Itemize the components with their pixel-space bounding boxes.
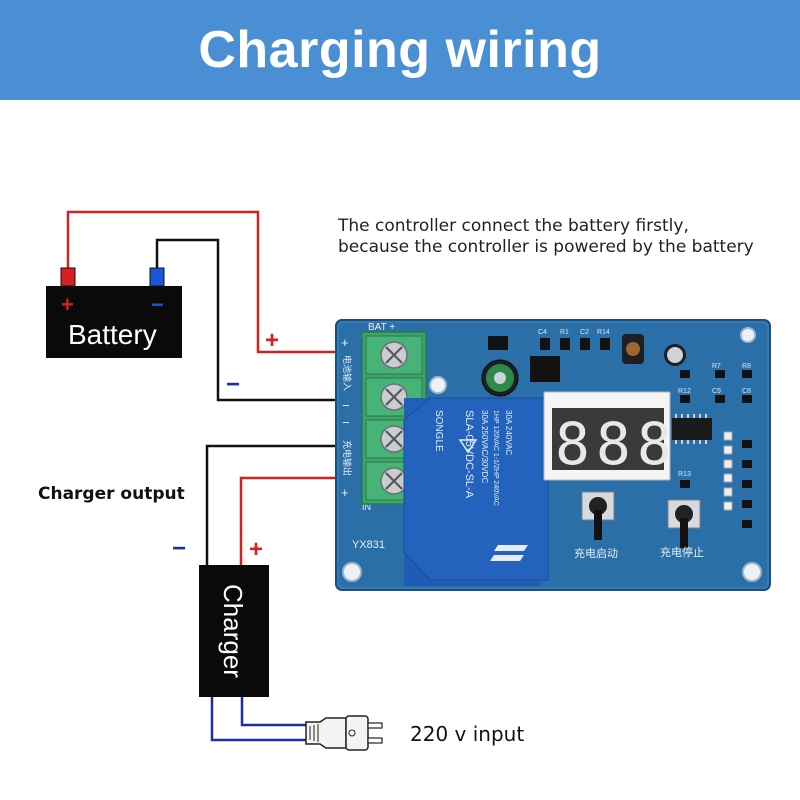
board-side-text-top: 电池输入 [342,355,353,391]
svg-text:C8: C8 [742,388,751,395]
charger-positive-mark: + [249,536,263,563]
board-model-label: YX831 [352,539,385,551]
mounting-hole [742,562,762,582]
relay: SLA-05VDC-SL-A 30A 250VAC/30VDC 1HP 120V… [403,397,549,586]
relay-model: SLA-05VDC-SL-A [463,410,475,499]
svg-text:R13: R13 [678,471,691,478]
power-plug-icon [305,715,383,751]
note-line-1: The controller connect the battery first… [338,216,689,236]
charger-output-label: Charger output [38,484,185,504]
charger: Charger [199,565,269,697]
mounting-hole [342,562,362,582]
start-charge-button[interactable] [581,491,615,540]
svg-text:C9: C9 [712,388,721,395]
mounting-hole [740,327,756,343]
capacitor [481,359,519,397]
battery-negative-terminal [149,267,165,287]
component-labels: C4 R1 C2 R14 Q1 R7 R8 R12 C9 C8 R13 [538,329,751,478]
battery-label: Battery [68,319,157,350]
wire-charger-negative [205,444,340,565]
charger-body [199,565,269,697]
battery-minus-sign: − [151,292,164,317]
board-minus-mark-bottom: − [342,415,350,430]
board-side-text-bottom: 充电输出 [342,440,353,476]
svg-text:R14: R14 [597,329,610,336]
title-banner: Charging wiring [0,0,800,100]
seven-segment-display: 888 [543,391,678,481]
charger-label: Charger [218,584,248,678]
relay-rating-2: 1HP 120VAC 1-1/2HP 240VAC [492,410,499,506]
wire-battery-positive [66,210,340,354]
relay-rating-1: 30A 250VAC/30VDC [480,410,489,483]
mounting-hole [429,376,447,394]
svg-text:R1: R1 [560,329,569,336]
wire-charger-positive [239,476,340,565]
svg-text:R7: R7 [712,363,721,370]
charger-negative-mark: − [172,535,186,562]
board-plus-mark-bottom: + [341,485,349,500]
board-in-label: IN [362,502,371,512]
pin-header [723,431,733,511]
svg-text:Q1: Q1 [742,335,751,342]
note-line-2: because the controller is powered by the… [338,237,754,257]
svg-text:R8: R8 [742,363,751,370]
relay-brand: SONGLE [433,410,444,452]
board-bat-label: BAT + [368,322,395,333]
start-charge-label: 充电启动 [574,546,618,560]
smd-components [540,338,752,528]
controller-board: + − − + 电池输入 充电输出 BAT + IN YX831 [335,319,771,591]
wire-ac-input-1 [210,697,310,742]
battery-body [46,286,182,358]
screw-terminal [365,335,423,375]
stop-charge-label: 充电停止 [660,545,704,559]
page-title: Charging wiring [198,21,602,79]
battery-positive-terminal [60,267,76,287]
wire-ac-input-2 [240,697,310,727]
ic-chip [672,418,712,440]
stop-charge-button[interactable] [667,499,701,548]
relay-logo-icon [458,439,478,454]
board-minus-mark-top: − [342,398,350,413]
battery-plus-sign: + [61,292,74,317]
battery-positive-wire-mark: + [265,327,279,354]
svg-text:C4: C4 [538,329,547,336]
battery: + − Battery [46,267,182,358]
ic-chip [488,336,508,350]
battery-negative-wire-mark: − [226,371,240,398]
relay-rating-3: 30A 240VAC [504,410,513,455]
relay-brand-logo-icon [490,545,528,561]
display-value: 888 [555,410,678,478]
instruction-note: The controller connect the battery first… [338,216,754,258]
svg-text:R12: R12 [678,388,691,395]
ic-chip [530,356,560,382]
capacitor [664,344,686,366]
board-plus-mark-top: + [341,335,349,350]
power-input-label: 220 v input [410,722,525,746]
wire-battery-negative [155,238,340,402]
svg-text:C2: C2 [580,329,589,336]
